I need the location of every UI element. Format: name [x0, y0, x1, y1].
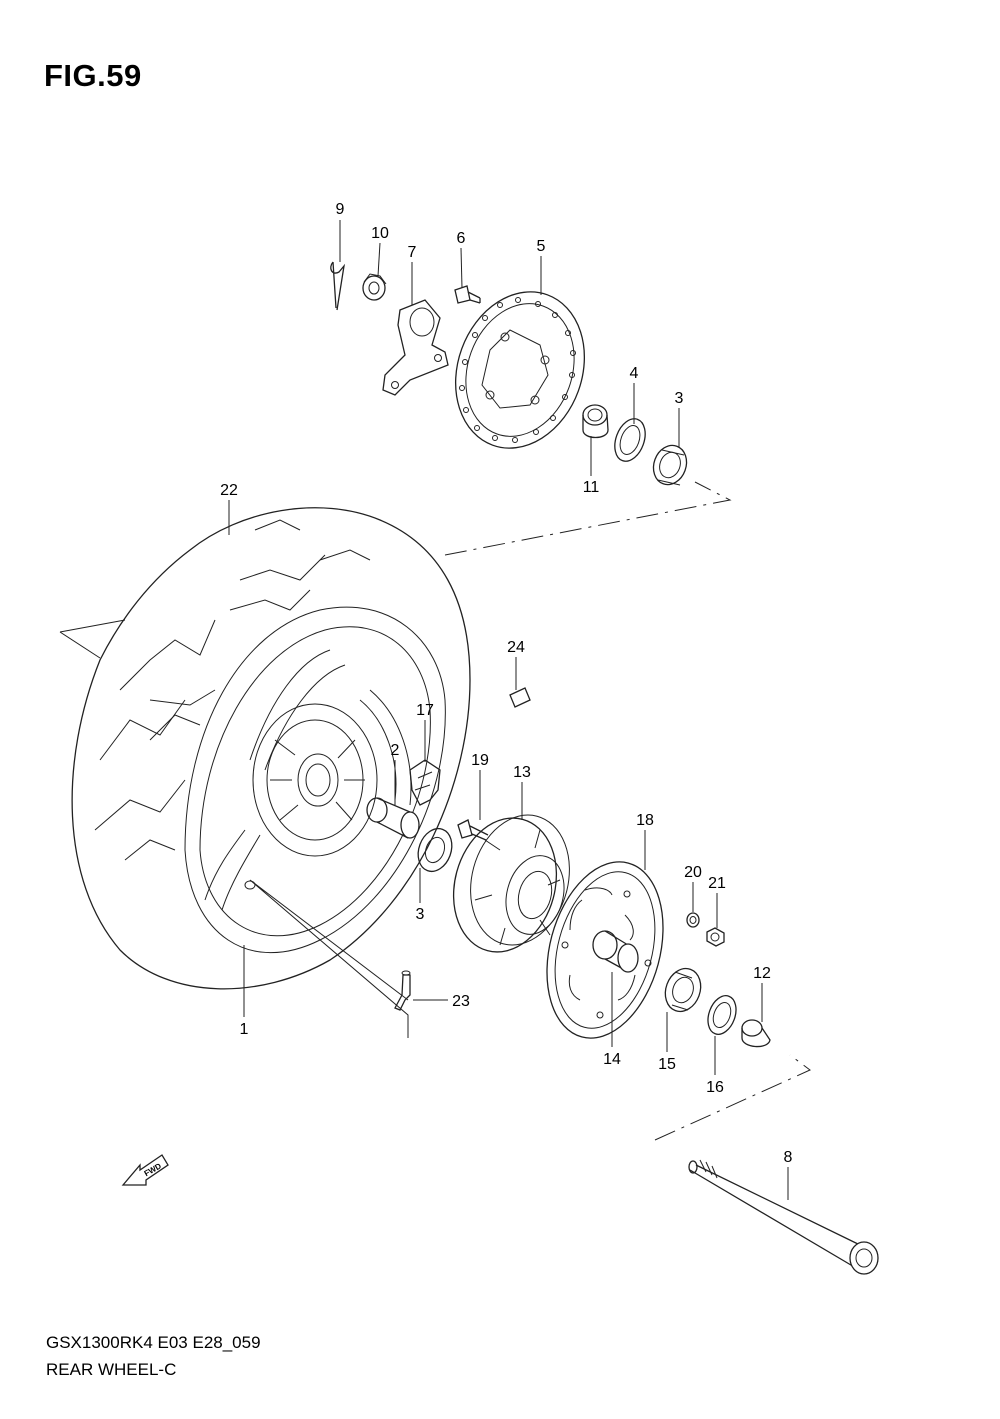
cotter-pin [330, 261, 346, 311]
callout-12: 12 [753, 965, 771, 982]
callout-21: 21 [708, 875, 726, 892]
callout-3-upper: 3 [675, 390, 684, 407]
callout-3-lower: 3 [416, 906, 425, 923]
sprocket-18 [546, 861, 664, 1039]
callout-6: 6 [457, 230, 466, 247]
bolt-19 [457, 819, 489, 841]
washer-20 [686, 912, 700, 928]
callout-numbers: 9 10 7 6 5 4 3 11 22 24 17 2 19 13 3 18 … [220, 201, 792, 1166]
disc-bolt [454, 285, 481, 304]
callout-24: 24 [507, 639, 525, 656]
axle-8 [688, 1159, 879, 1275]
callout-5: 5 [537, 238, 546, 255]
spacer-14 [592, 930, 639, 973]
spacer-11 [582, 404, 609, 439]
cushion-24 [509, 687, 531, 708]
valve-23 [394, 970, 411, 1011]
figure-name: REAR WHEEL-C [46, 1360, 177, 1379]
callout-4: 4 [630, 365, 639, 382]
callout-9: 9 [336, 201, 345, 218]
spacer-12 [741, 1019, 771, 1048]
callout-14: 14 [603, 1051, 621, 1068]
callout-19: 19 [471, 752, 489, 769]
bearing-3-lower [417, 827, 453, 873]
sprocket-drum-13 [452, 814, 570, 953]
bearing-3-upper [652, 444, 688, 486]
figure-code: GSX1300RK4 E03 E28_059 [46, 1333, 261, 1352]
axle-nut [362, 273, 387, 301]
callout-16: 16 [706, 1079, 724, 1096]
dust-seal-4 [614, 418, 646, 462]
rear-tire [71, 507, 471, 990]
callout-2: 2 [391, 742, 400, 759]
callout-23: 23 [452, 993, 470, 1010]
brake-disc [454, 291, 586, 449]
axis-line-lower [654, 1054, 811, 1141]
spacer-2 [366, 797, 420, 839]
caliper-bracket [382, 299, 449, 396]
axis-line-upper [444, 481, 732, 556]
callout-10: 10 [371, 225, 389, 242]
callout-17: 17 [416, 702, 434, 719]
bearing-15 [664, 967, 702, 1013]
tire-leader [59, 619, 126, 659]
callout-20: 20 [684, 864, 702, 881]
callout-13: 13 [513, 764, 531, 781]
figure-title: FIG.59 [44, 58, 142, 93]
callout-18: 18 [636, 812, 654, 829]
nut-21 [706, 927, 725, 947]
leader-lines [228, 220, 789, 1200]
callout-15: 15 [658, 1056, 676, 1073]
callout-22: 22 [220, 482, 238, 499]
callout-1: 1 [240, 1021, 249, 1038]
fwd-arrow-icon: FWD [121, 1154, 169, 1186]
callout-8: 8 [784, 1149, 793, 1166]
dust-seal-16 [707, 995, 737, 1035]
callout-7: 7 [408, 244, 417, 261]
callout-11: 11 [583, 479, 600, 496]
damper-17 [409, 759, 441, 806]
